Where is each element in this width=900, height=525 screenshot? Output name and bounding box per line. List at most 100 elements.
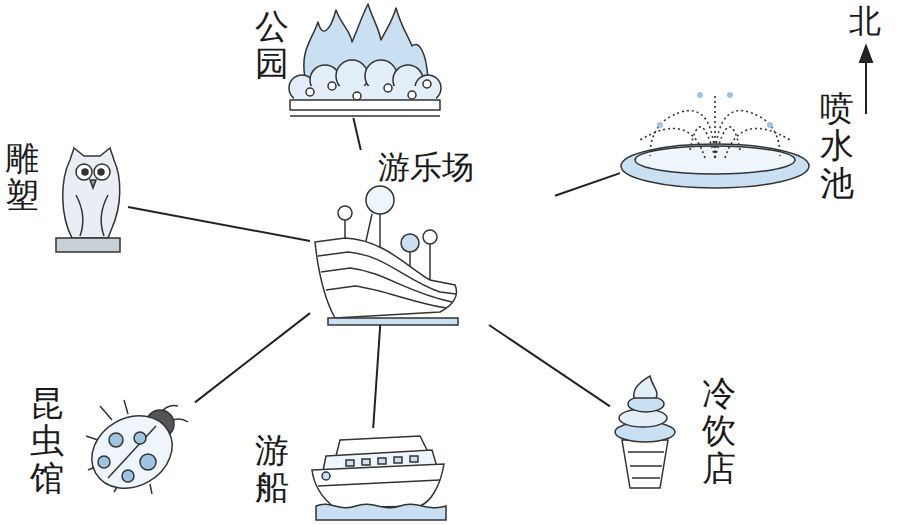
owl-body — [63, 148, 120, 238]
boat-windows — [346, 456, 418, 466]
jet — [640, 128, 705, 158]
owl-beak — [90, 180, 96, 188]
flower — [384, 84, 392, 92]
jet — [715, 111, 780, 158]
spot — [98, 456, 110, 468]
building — [315, 238, 457, 318]
place-label: 游乐场 — [378, 150, 623, 185]
building-base — [328, 318, 458, 325]
spot — [122, 470, 134, 482]
park-ground — [290, 115, 440, 117]
north-arrow — [860, 46, 872, 114]
owl-wings — [76, 195, 108, 236]
owl-pupil — [98, 169, 104, 175]
drop — [767, 122, 773, 128]
boat-stripe — [318, 480, 440, 486]
window — [394, 457, 402, 463]
stick — [344, 220, 346, 240]
bug-body — [79, 402, 186, 503]
flower — [423, 80, 431, 88]
spot — [140, 454, 156, 470]
flower — [353, 92, 361, 100]
owl-base — [56, 238, 120, 252]
stick — [429, 244, 431, 284]
jet — [650, 111, 715, 158]
jet — [725, 128, 790, 158]
label-holder: 北 — [849, 4, 881, 39]
place-label: 公园 — [255, 8, 289, 83]
park-bushes — [289, 60, 441, 101]
ball — [338, 206, 352, 220]
spot — [109, 433, 123, 447]
connector-line — [353, 118, 360, 150]
drop — [697, 92, 703, 98]
stripe — [326, 286, 446, 308]
stripe — [321, 268, 452, 302]
ball — [401, 234, 419, 252]
cone-lines — [628, 452, 664, 478]
building-stripes — [318, 252, 456, 308]
swirl-top — [634, 376, 657, 398]
place-node: 冷饮店 — [610, 372, 745, 520]
window — [410, 456, 418, 462]
connector-line — [555, 173, 620, 196]
owl-eye — [94, 164, 110, 180]
connector-line — [489, 325, 610, 406]
compass-label: 北 — [849, 4, 881, 39]
jet — [715, 127, 740, 158]
basin-outer — [621, 144, 809, 188]
window — [362, 459, 370, 465]
owl-eye — [76, 164, 92, 180]
bug-wing-line — [108, 426, 156, 478]
insect-icon — [79, 400, 188, 502]
ball — [423, 230, 437, 244]
icecream-icon — [615, 376, 675, 488]
connector-line — [128, 207, 310, 241]
flower — [328, 82, 336, 90]
place-node: 雕塑 — [3, 138, 128, 258]
boat-hull — [312, 464, 444, 508]
boat-waves — [316, 504, 446, 520]
place-node: 喷水池 — [620, 85, 860, 228]
place-label: 冷饮店 — [702, 375, 736, 487]
place-node: 游船 — [255, 428, 448, 522]
fountain-icon — [621, 92, 809, 188]
place-label: 游船 — [255, 432, 289, 507]
north-arrow-shaft — [865, 58, 867, 114]
water-jets — [640, 96, 790, 158]
jet — [690, 127, 715, 158]
connector-line — [373, 325, 380, 428]
amusement-icon — [315, 186, 458, 325]
place-node: 游乐场 — [310, 150, 555, 325]
cone — [622, 440, 668, 488]
place-label: 雕塑 — [5, 140, 39, 215]
flower — [408, 91, 416, 99]
owl-pupil — [82, 169, 88, 175]
jet — [714, 96, 716, 158]
boat-icon — [312, 436, 446, 520]
place-node: 公园 — [255, 0, 440, 118]
window — [346, 460, 354, 466]
flower — [306, 88, 314, 96]
park-flowers — [306, 80, 431, 100]
drop — [727, 92, 733, 98]
water-drops — [657, 92, 773, 128]
basin-inner — [635, 146, 795, 174]
park-icon — [289, 4, 441, 116]
bush-fill — [294, 86, 436, 100]
spot — [134, 432, 146, 444]
sculpture-icon — [56, 148, 120, 252]
bug-spots — [98, 432, 156, 482]
boat-mark — [322, 472, 330, 480]
park-base — [290, 100, 440, 110]
place-label: 昆虫馆 — [30, 385, 64, 497]
place-label: 喷水池 — [820, 90, 854, 202]
ball — [366, 186, 394, 214]
drop — [657, 122, 663, 128]
connector-line — [195, 313, 310, 402]
place-node: 昆虫馆 — [28, 380, 195, 522]
window — [378, 458, 386, 464]
north-arrow-head — [860, 46, 872, 62]
